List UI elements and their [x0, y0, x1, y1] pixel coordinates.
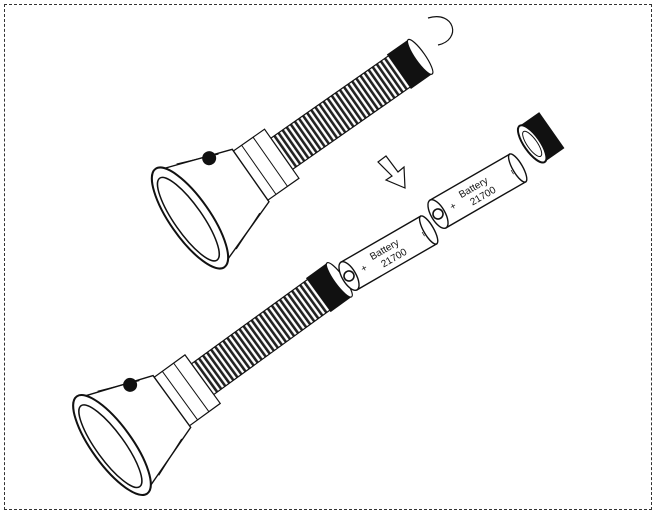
diagram-frame — [4, 4, 652, 510]
tail-cap — [516, 112, 565, 164]
battery-positive-label: + — [448, 201, 459, 214]
insert-arrow-icon — [377, 155, 406, 189]
rotate-arrow-icon — [427, 16, 454, 46]
battery-1: + Battery 21700 − — [338, 215, 439, 291]
battery-2: + Battery 21700 − — [427, 153, 528, 229]
battery-negative-label: − — [505, 167, 518, 178]
flashlight-bottom — [59, 227, 380, 507]
battery-negative-label: − — [416, 229, 429, 240]
battery-positive-label: + — [359, 263, 370, 276]
